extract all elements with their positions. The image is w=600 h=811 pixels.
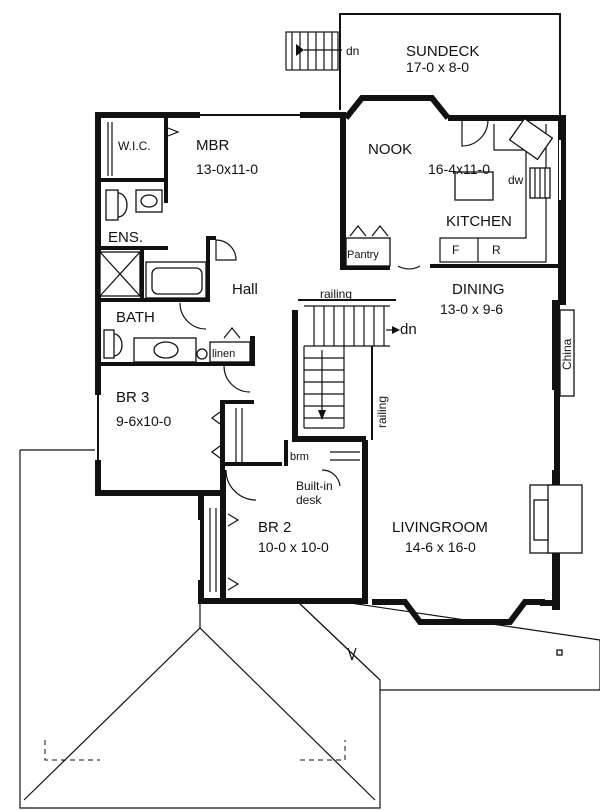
br3-size: 9-6x10-0 bbox=[116, 413, 171, 429]
dining-size: 13-0 x 9-6 bbox=[440, 301, 503, 317]
deck-stair-dn: dn bbox=[346, 44, 359, 58]
wic-label: W.I.C. bbox=[118, 139, 151, 153]
sundeck-name: SUNDECK bbox=[406, 43, 479, 60]
range-label: R bbox=[492, 243, 501, 257]
fridge-label: F bbox=[452, 243, 459, 257]
br3-name: BR 3 bbox=[116, 389, 149, 406]
livingroom-name: LIVINGROOM bbox=[392, 519, 488, 536]
br2-name: BR 2 bbox=[258, 519, 291, 536]
exterior-walls bbox=[95, 95, 566, 625]
sundeck-size: 17-0 x 8-0 bbox=[406, 59, 469, 75]
desk-label-line2: desk bbox=[296, 493, 322, 507]
nook-size: 16-4x11-0 bbox=[428, 161, 490, 177]
linen-label: linen bbox=[212, 348, 235, 360]
dishwasher-label: dw bbox=[508, 173, 524, 187]
hall-label: Hall bbox=[232, 281, 258, 298]
br2-size: 10-0 x 10-0 bbox=[258, 539, 329, 555]
livingroom-size: 14-6 x 16-0 bbox=[405, 539, 476, 555]
sundeck-outline bbox=[285, 13, 561, 118]
desk-label-line1: Built-in bbox=[296, 479, 333, 493]
pantry-label: Pantry bbox=[347, 249, 379, 261]
nook-name: NOOK bbox=[368, 141, 412, 158]
windows bbox=[95, 112, 561, 580]
dining-name: DINING bbox=[452, 281, 505, 298]
stairs-dn-label: dn bbox=[400, 321, 417, 338]
labels: SUNDECK 17-0 x 8-0 dn NOOK 16-4x11-0 dw … bbox=[108, 43, 574, 555]
railing-top-label: railing bbox=[320, 287, 352, 301]
interior-walls bbox=[100, 118, 558, 602]
china-label: China bbox=[560, 338, 574, 370]
fixtures bbox=[99, 117, 583, 661]
stairs bbox=[298, 299, 400, 461]
kitchen-name: KITCHEN bbox=[446, 213, 512, 230]
mbr-size: 13-0x11-0 bbox=[196, 161, 258, 177]
brm-label: brm bbox=[290, 451, 309, 463]
railing-side-label: railing bbox=[375, 396, 389, 428]
bath-label: BATH bbox=[116, 309, 155, 326]
doors bbox=[179, 119, 489, 501]
ens-label: ENS. bbox=[108, 229, 143, 246]
mbr-name: MBR bbox=[196, 137, 230, 154]
